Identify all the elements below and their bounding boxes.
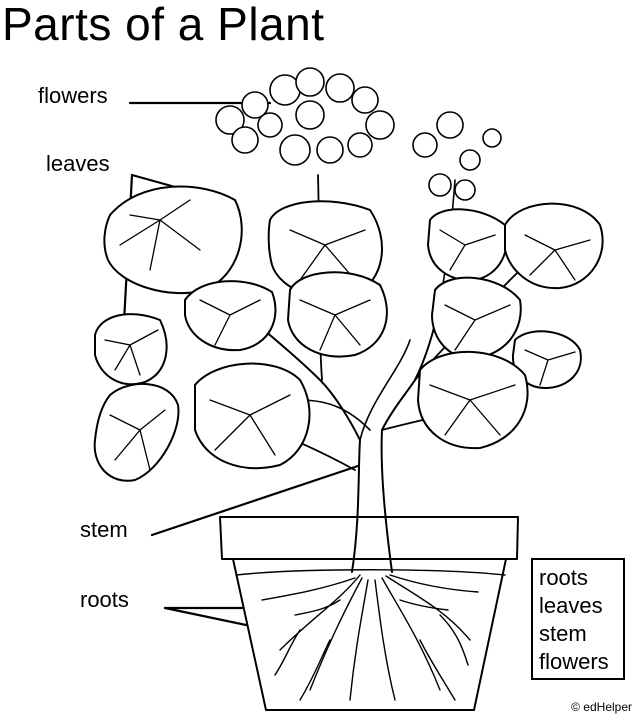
label-leaves: leaves [46, 151, 110, 176]
flowers-drawing [215, 67, 502, 201]
leaves-drawing [93, 185, 604, 482]
label-roots: roots [80, 587, 129, 612]
word-bank-item: stem [539, 621, 587, 646]
label-flowers: flowers [38, 83, 108, 108]
roots-drawing [261, 574, 479, 701]
page-title: Parts of a Plant [2, 0, 325, 50]
label-stem: stem [80, 517, 128, 542]
word-bank-item: flowers [539, 649, 609, 674]
copyright-notice: © edHelper [571, 700, 632, 714]
word-bank-item: roots [539, 565, 588, 590]
flower-pot [219, 516, 519, 711]
word-bank-item: leaves [539, 593, 603, 618]
pointer-stem [150, 464, 360, 537]
word-bank: roots leaves stem flowers [531, 558, 625, 680]
